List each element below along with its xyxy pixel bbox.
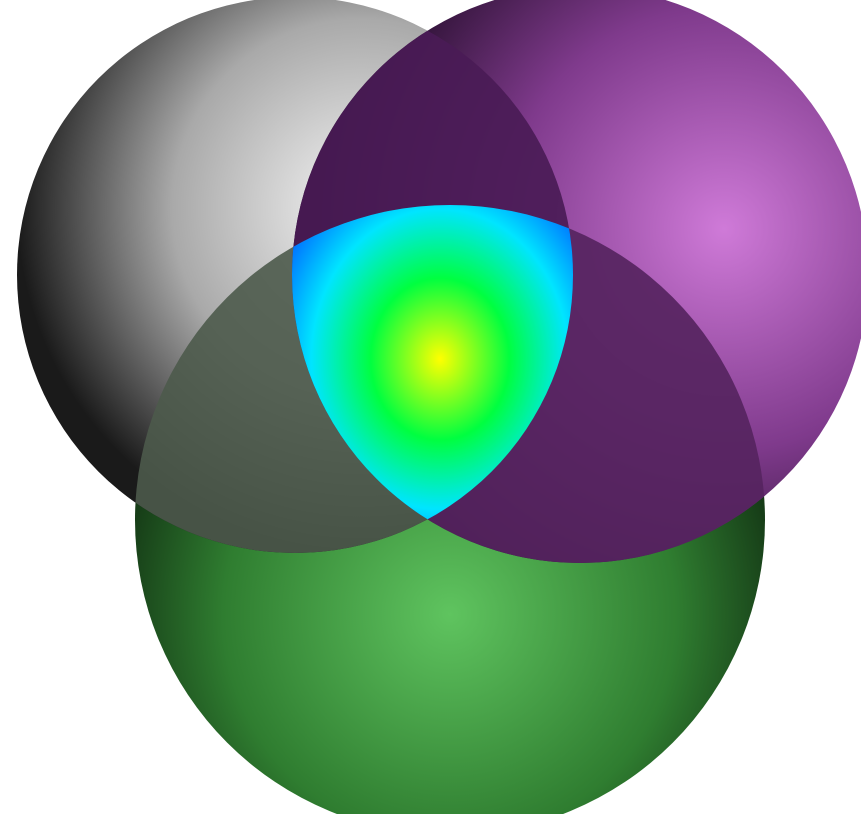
venn-svg [0,0,861,814]
venn-diagram [0,0,861,814]
